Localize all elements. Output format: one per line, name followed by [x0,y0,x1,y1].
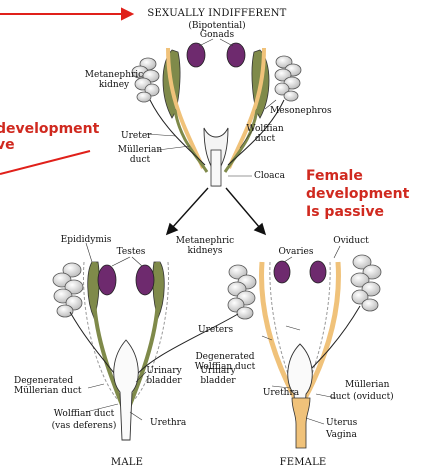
label-wolffian-duct-2: duct [255,134,275,144]
label-wolffian-duct-1: Wolffian [246,124,283,134]
label-degenerated-mullerian-1: Degenerated [14,376,73,386]
label-male-urethra: Urethra [150,418,186,428]
label-uterus: Uterus [326,418,357,428]
label-ureters: Ureters [198,325,233,335]
label-metanephric-kidney-2: kidney [99,80,129,90]
male-note-line-1: development [0,120,99,138]
uterus-vagina [292,398,310,448]
label-ovaries: Ovaries [279,247,314,257]
male-pointer-line [0,151,90,174]
gonad-right [227,43,245,67]
label-metanephric-kidney-1: Metanephric [85,70,143,80]
kidney-female-right [351,255,381,311]
testis-right [136,265,154,295]
kidney-male-left [53,263,83,317]
gonad-left [187,43,205,67]
label-degenerated-mullerian-2: Müllerian duct [14,386,82,396]
label-female-urinary-1: Urinary [200,366,235,376]
testis-left [98,265,116,295]
ovary-right [310,261,326,283]
label-male-urinary-1: Urinary [146,366,181,376]
top-pointer-head [122,9,132,19]
ureter-male-left [70,312,118,378]
label-vagina: Vagina [326,430,357,440]
female-diagram [262,246,381,448]
kidney-left-top [132,58,159,102]
ovary-left [274,261,290,283]
kidney-male-right [228,265,256,319]
label-metanephric-kidneys-1: Metanephric [176,236,234,246]
male-note-line-2: ve [0,136,15,154]
label-mullerian-duct-1: Müllerian [118,145,162,155]
label-gonads: Gonads [200,30,234,40]
label-mullerian-oviduct-1: Müllerian [345,380,389,390]
female-note-line-2: development [306,185,409,203]
label-cloaca: Cloaca [254,171,285,181]
label-wolffian-duct-male-2: (vas deferens) [52,421,117,431]
caption-male: MALE [111,458,143,468]
kidney-right-top [275,56,301,101]
caption-female: FEMALE [280,458,327,468]
label-epididymis: Epididymis [61,235,112,245]
label-testes: Testes [117,247,146,257]
label-male-urinary-2: bladder [146,376,181,386]
female-note-line-1: Female [306,167,363,185]
label-mullerian-oviduct-2: duct (oviduct) [330,392,394,402]
label-ureter: Ureter [121,131,151,141]
branch-arrows [167,188,265,234]
red-annotation-arrows [0,9,132,174]
label-degenerated-wolffian-1: Degenerated [195,352,254,362]
label-female-urethra: Urethra [263,388,299,398]
cloaca-tube [211,150,221,186]
ureter-female-right [304,306,360,376]
label-mesonephros: Mesonephros [270,106,332,116]
label-mullerian-duct-2: duct [130,155,150,165]
label-wolffian-duct-male-1: Wolffian duct [54,409,114,419]
title-sexually-indifferent: SEXUALLY INDIFFERENT [147,9,286,19]
label-female-urinary-2: bladder [200,376,235,386]
label-metanephric-kidneys-2: kidneys [188,246,223,256]
female-note-line-3: Is passive [306,203,384,221]
label-oviduct: Oviduct [333,236,369,246]
